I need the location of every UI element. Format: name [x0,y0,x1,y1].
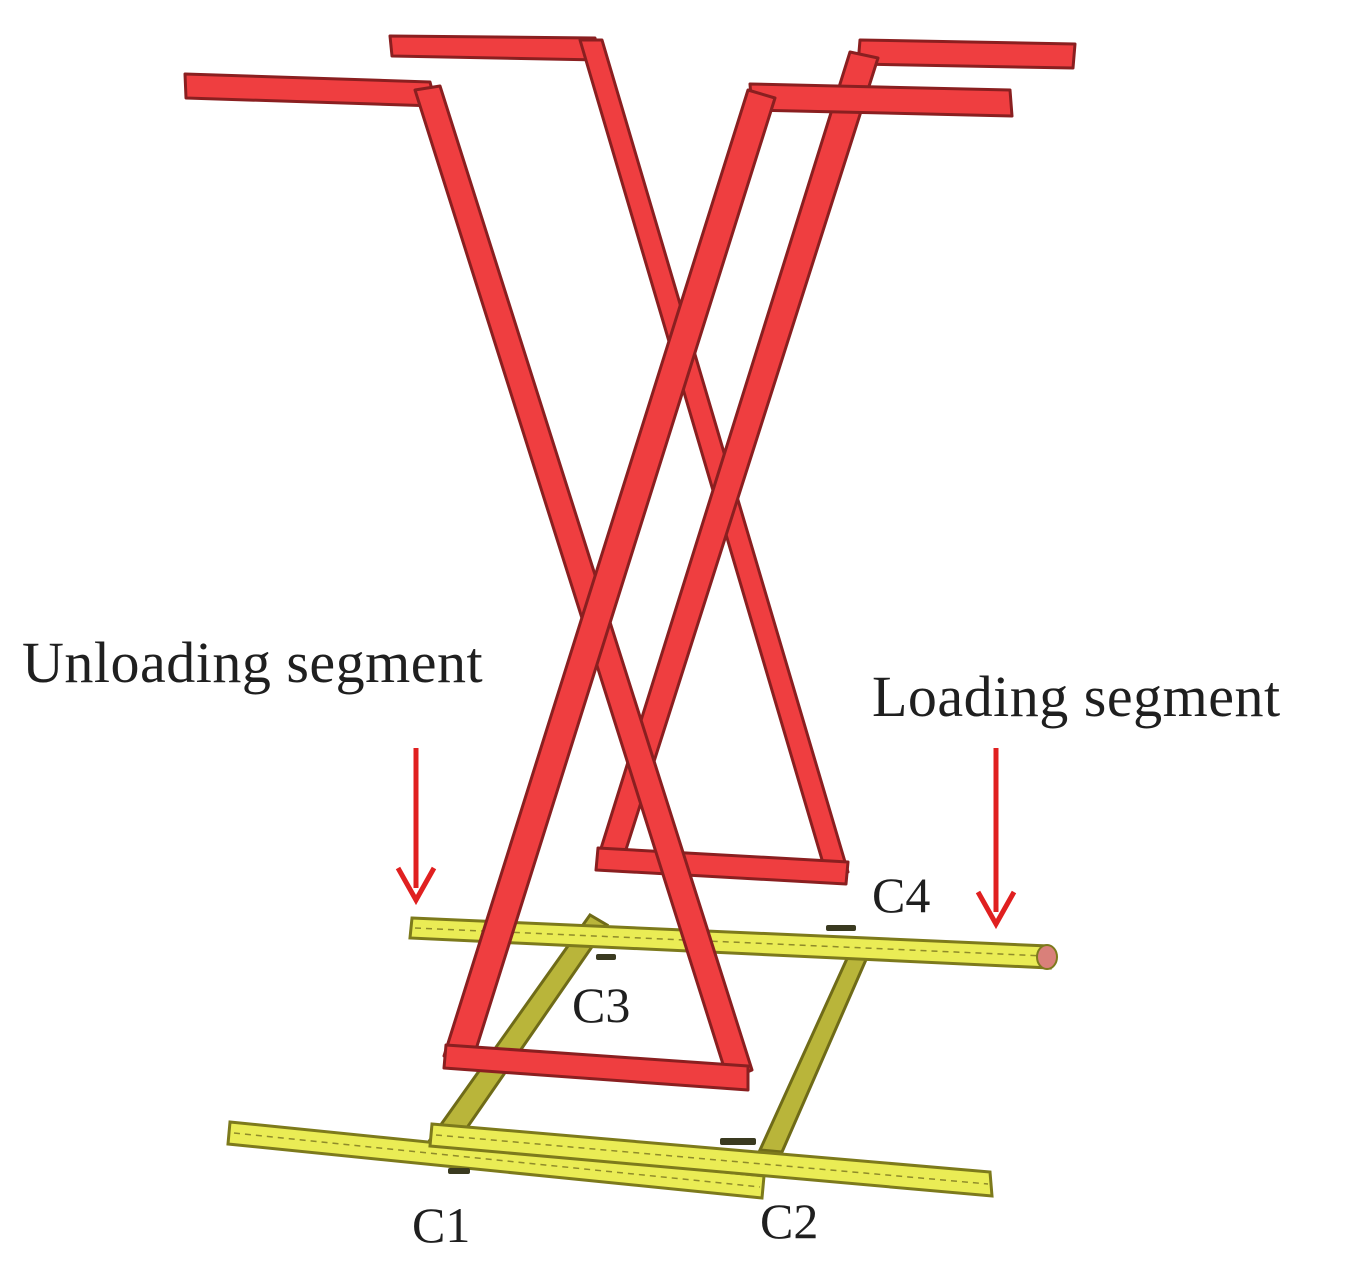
red-frames [183,34,1077,1092]
down-arrow-icon [395,748,437,906]
joint-label-c3: C3 [572,977,631,1033]
link-c2-c4 [757,950,871,1154]
joint-c2 [720,1138,756,1145]
front-diagonal-left [413,84,754,1082]
yellow-bar-upper [408,916,1058,970]
rear-top-bar-left [388,34,602,62]
joint-c1 [448,1168,470,1174]
rear-bottom-bar [594,846,850,886]
joint-label-c2: C2 [760,1193,819,1249]
rear-top-bar-right [856,38,1077,70]
loading-segment-label: Loading segment [872,664,1281,729]
joint-label-c1: C1 [412,1197,471,1253]
joint-label-c4: C4 [872,867,931,923]
joint-c3 [596,954,616,960]
front-bottom-bar [442,1043,750,1092]
joint-c4 [826,925,856,931]
unloading-segment-label: Unloading segment [22,630,484,695]
down-arrow-icon [975,748,1017,930]
front-diagonal-right [442,88,777,1064]
front-top-bar-right [748,82,1014,118]
yellow-bars-lower [226,1120,994,1200]
rear-diagonal-left [578,38,850,882]
front-top-bar-left [183,72,438,108]
joints [448,925,856,1174]
